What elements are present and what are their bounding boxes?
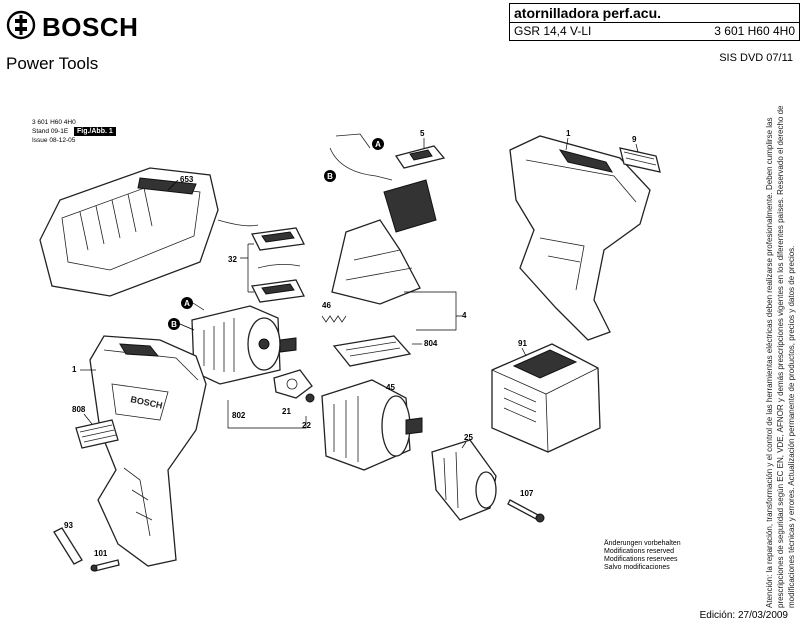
spring-46-part [321,315,347,323]
callout-a-marker-1: A [181,297,193,309]
housing-left-part: BOSCH [89,335,207,567]
callout-b-2: B [327,172,333,181]
callout-91: 91 [518,339,527,348]
title-divider [510,22,799,23]
modifications-notice: Änderungen vorbehalten Modifications res… [604,540,681,572]
brand-subtitle: Power Tools [6,54,99,73]
callout-808: 808 [72,405,86,414]
notice-line-fr: Modifications reservees [604,556,678,563]
housing-right-part [509,135,651,341]
drawing-number: 3 601 H60 4H0 [32,119,76,126]
contact-plates-part [251,227,305,303]
switch-button-part [394,145,446,169]
callout-101: 101 [94,549,108,558]
bosch-armature-icon [6,10,36,40]
issue-row: Issue 08-12-05 [32,136,116,145]
callout-b-1: B [171,320,177,329]
callout-1b: 1 [566,129,571,138]
callout-107: 107 [520,489,534,498]
callout-93: 93 [64,521,73,530]
vertical-safety-notice: Atención: la reparación, transformación … [764,88,800,608]
product-model: GSR 14,4 V-LI [514,24,592,38]
callout-804: 804 [424,339,438,348]
product-title: atornilladora perf.acu. [514,5,662,21]
sis-dvd-label: SIS DVD 07/11 [719,52,793,64]
issue-value: 08-12-05 [49,137,76,144]
label-9-part [619,147,661,173]
gearbox-part [321,379,423,471]
callout-9: 9 [632,135,637,144]
callout-25: 25 [464,433,473,442]
vertical-notice-text: Atención: la reparación, transformación … [765,105,796,608]
callout-45: 45 [386,383,395,392]
callout-5: 5 [420,129,425,138]
callout-4: 4 [462,311,467,320]
issue-label: Issue [32,137,48,144]
washer-21-part [273,369,313,399]
notice-line-de: Änderungen vorbehalten [604,540,681,547]
title-box: atornilladora perf.acu. GSR 14,4 V-LI 3 … [509,3,800,41]
figure-badge: Fig./Abb. 1 [73,127,116,136]
callout-a-1: A [184,299,190,308]
callout-b-marker-2: B [324,170,336,182]
screw-107-part [507,499,545,523]
stand-row: Stand 09-1E Fig./Abb. 1 [32,127,116,136]
plate-804-part [332,335,412,367]
callout-32: 32 [228,255,237,264]
chuck-part [431,439,497,521]
battery-part [491,343,601,453]
callout-802: 802 [232,411,246,420]
notice-line-es: Salvo modificaciones [604,564,670,571]
callout-22: 22 [302,421,311,430]
callout-a-marker-2: A [372,138,384,150]
notice-line-en: Modifications reserved [604,548,675,555]
product-part-number: 3 601 H60 4H0 [714,24,795,38]
callout-46: 46 [322,301,331,310]
stand-label: Stand [32,128,49,135]
bit-holder-part [53,527,83,565]
motor-part [191,305,297,385]
drawing-meta: 3 601 H60 4H0 Stand 09-1E Fig./Abb. 1 Is… [32,118,116,145]
callout-21: 21 [282,407,291,416]
charger-part [39,167,259,297]
edition-date: Edición: 27/03/2009 [699,610,788,621]
bosch-logo: BOSCH [6,10,138,46]
callout-653: 653 [180,175,194,184]
callout-b-marker-1: B [168,318,180,330]
callout-1a: 1 [72,365,77,374]
screw-22-part [305,393,315,403]
label-808-part [75,419,119,449]
callout-a-2: A [375,140,381,149]
screw-101-part [90,559,120,572]
stand-value: 09-1E [50,128,69,135]
brand-name: BOSCH [42,12,139,42]
switch-module-part [329,133,437,305]
